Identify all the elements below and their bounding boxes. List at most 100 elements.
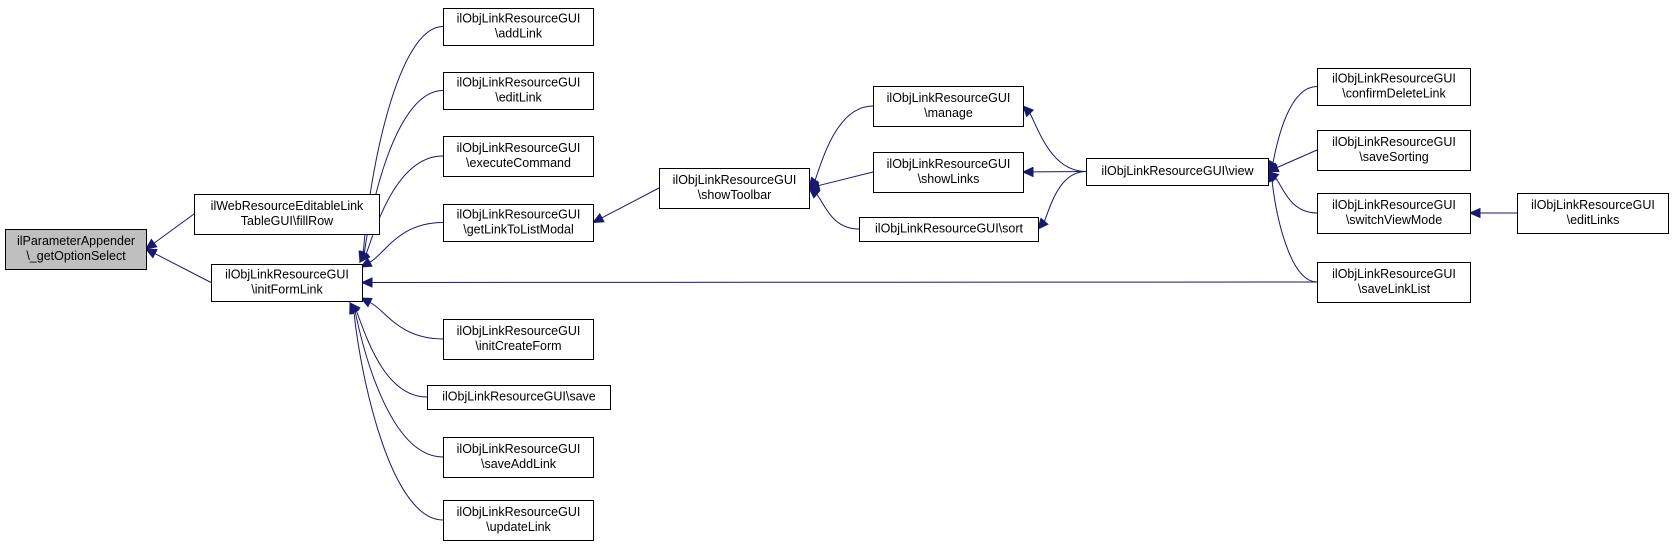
node-label-line: \saveAddLink bbox=[481, 457, 557, 471]
node-getOptionSelect[interactable]: ilParameterAppender\_getOptionSelect bbox=[5, 229, 147, 270]
node-label-line: ilWebResourceEditableLink bbox=[211, 199, 364, 213]
edge-line bbox=[355, 310, 428, 398]
node-label-line: TableGUI\fillRow bbox=[241, 214, 334, 228]
node-label-line: ilParameterAppender bbox=[17, 234, 135, 248]
node-box[interactable] bbox=[1317, 130, 1471, 171]
node-box[interactable] bbox=[443, 500, 594, 541]
node-box[interactable] bbox=[859, 217, 1039, 242]
node-manage[interactable]: ilObjLinkResourceGUI\manage bbox=[873, 86, 1024, 127]
node-label-line: \initFormLink bbox=[251, 283, 323, 297]
edge-line bbox=[601, 187, 660, 219]
node-label-line: \_getOptionSelect bbox=[26, 249, 126, 263]
node-box[interactable] bbox=[443, 204, 594, 242]
edge-arrowhead bbox=[349, 301, 359, 315]
node-box[interactable] bbox=[1517, 193, 1669, 234]
node-initCreateForm[interactable]: ilObjLinkResourceGUI\initCreateForm bbox=[443, 319, 594, 360]
edge-initCreateForm-to-initFormLink bbox=[359, 297, 444, 340]
edge-line bbox=[1029, 112, 1087, 172]
node-switchViewMode[interactable]: ilObjLinkResourceGUI\switchViewMode bbox=[1317, 193, 1471, 234]
edge-line bbox=[353, 312, 444, 521]
edge-updateLink-to-initFormLink bbox=[349, 301, 444, 521]
node-label-line: ilObjLinkResourceGUI bbox=[1332, 267, 1456, 281]
node-label-line: \updateLink bbox=[486, 520, 551, 534]
edge-line bbox=[816, 194, 860, 230]
node-confirmDeleteLink[interactable]: ilObjLinkResourceGUI\confirmDeleteLink bbox=[1317, 68, 1471, 106]
node-save[interactable]: ilObjLinkResourceGUI\save bbox=[427, 385, 611, 410]
node-box[interactable] bbox=[1317, 193, 1471, 234]
node-initFormLink[interactable]: ilObjLinkResourceGUI\initFormLink bbox=[211, 264, 363, 302]
edge-fillRow-to-getOptionSelect bbox=[145, 213, 195, 250]
edge-line bbox=[814, 105, 874, 181]
edge-showLinks-to-showToolbar bbox=[807, 171, 874, 191]
node-box[interactable] bbox=[443, 319, 594, 360]
node-box[interactable] bbox=[443, 72, 594, 110]
node-executeCommand[interactable]: ilObjLinkResourceGUI\executeCommand bbox=[443, 136, 594, 177]
node-label-line: \switchViewMode bbox=[1346, 213, 1442, 227]
edge-arrowhead bbox=[1022, 105, 1035, 118]
node-label-line: ilObjLinkResourceGUI bbox=[225, 268, 349, 282]
node-label-line: ilObjLinkResourceGUI bbox=[887, 91, 1011, 105]
node-saveSorting[interactable]: ilObjLinkResourceGUI\saveSorting bbox=[1317, 130, 1471, 171]
edge-line bbox=[1043, 171, 1087, 222]
node-sort[interactable]: ilObjLinkResourceGUI\sort bbox=[859, 217, 1039, 242]
node-label-line: \addLink bbox=[495, 27, 543, 41]
edge-showToolbar-to-getLinkToListModal bbox=[591, 187, 660, 224]
edge-saveSorting-to-view bbox=[1266, 149, 1318, 173]
node-label-line: ilObjLinkResourceGUI bbox=[1332, 198, 1456, 212]
node-editLink[interactable]: ilObjLinkResourceGUI\editLink bbox=[443, 72, 594, 110]
node-label-line: ilObjLinkResourceGUI bbox=[1332, 72, 1456, 86]
edge-line bbox=[369, 302, 444, 340]
node-view[interactable]: ilObjLinkResourceGUI\view bbox=[1086, 158, 1269, 186]
node-box[interactable] bbox=[211, 264, 363, 302]
node-label-line: \manage bbox=[924, 106, 973, 120]
node-label-line: ilObjLinkResourceGUI bbox=[457, 442, 581, 456]
node-box[interactable] bbox=[873, 86, 1024, 127]
node-addLink[interactable]: ilObjLinkResourceGUI\addLink bbox=[443, 8, 594, 46]
node-fillRow[interactable]: ilWebResourceEditableLinkTableGUI\fillRo… bbox=[194, 194, 380, 235]
node-label-line: \saveSorting bbox=[1359, 150, 1429, 164]
edge-arrowhead bbox=[1266, 162, 1280, 173]
node-showLinks[interactable]: ilObjLinkResourceGUI\showLinks bbox=[873, 152, 1024, 193]
edge-line bbox=[818, 171, 874, 187]
node-box[interactable] bbox=[443, 136, 594, 177]
node-editLinks[interactable]: ilObjLinkResourceGUI\editLinks bbox=[1517, 193, 1669, 234]
node-saveAddLink[interactable]: ilObjLinkResourceGUI\saveAddLink bbox=[443, 437, 594, 478]
edge-manage-to-showToolbar bbox=[808, 105, 874, 189]
node-label-line: ilObjLinkResourceGUI bbox=[887, 157, 1011, 171]
edge-arrowhead bbox=[360, 277, 373, 288]
edge-arrowhead bbox=[808, 187, 821, 199]
node-label-line: ilObjLinkResourceGUI bbox=[457, 141, 581, 155]
node-box[interactable] bbox=[5, 229, 147, 270]
node-updateLink[interactable]: ilObjLinkResourceGUI\updateLink bbox=[443, 500, 594, 541]
node-showToolbar[interactable]: ilObjLinkResourceGUI\showToolbar bbox=[659, 168, 810, 209]
node-label-line: ilObjLinkResourceGUI bbox=[673, 173, 797, 187]
edge-line bbox=[154, 253, 212, 283]
node-box[interactable] bbox=[1317, 262, 1471, 303]
edge-sort-to-showToolbar bbox=[808, 187, 860, 230]
node-box[interactable] bbox=[194, 194, 380, 235]
edge-view-to-showLinks bbox=[1021, 166, 1087, 178]
edge-view-to-manage bbox=[1022, 105, 1087, 172]
edge-arrowhead bbox=[1037, 217, 1049, 230]
node-label-line: \confirmDeleteLink bbox=[1342, 87, 1446, 101]
node-label-line: ilObjLinkResourceGUI bbox=[1332, 135, 1456, 149]
node-box[interactable] bbox=[659, 168, 810, 209]
edge-saveAddLink-to-initFormLink bbox=[349, 301, 444, 458]
edge-executeCommand-to-initFormLink bbox=[359, 155, 444, 263]
node-box[interactable] bbox=[1086, 158, 1269, 186]
node-saveLinkList[interactable]: ilObjLinkResourceGUI\saveLinkList bbox=[1317, 262, 1471, 303]
node-box[interactable] bbox=[1317, 68, 1471, 106]
node-label-line: ilObjLinkResourceGUI bbox=[457, 208, 581, 222]
edge-line bbox=[1271, 180, 1318, 283]
edge-arrowhead bbox=[359, 257, 373, 268]
node-box[interactable] bbox=[443, 8, 594, 46]
node-box[interactable] bbox=[443, 437, 594, 478]
node-getLinkToListModal[interactable]: ilObjLinkResourceGUI\getLinkToListModal bbox=[443, 204, 594, 242]
node-box[interactable] bbox=[873, 152, 1024, 193]
node-label-line: ilObjLinkResourceGUI bbox=[457, 76, 581, 90]
edge-arrowhead bbox=[145, 238, 158, 250]
edge-arrowhead bbox=[1021, 166, 1034, 178]
node-box[interactable] bbox=[427, 385, 611, 410]
